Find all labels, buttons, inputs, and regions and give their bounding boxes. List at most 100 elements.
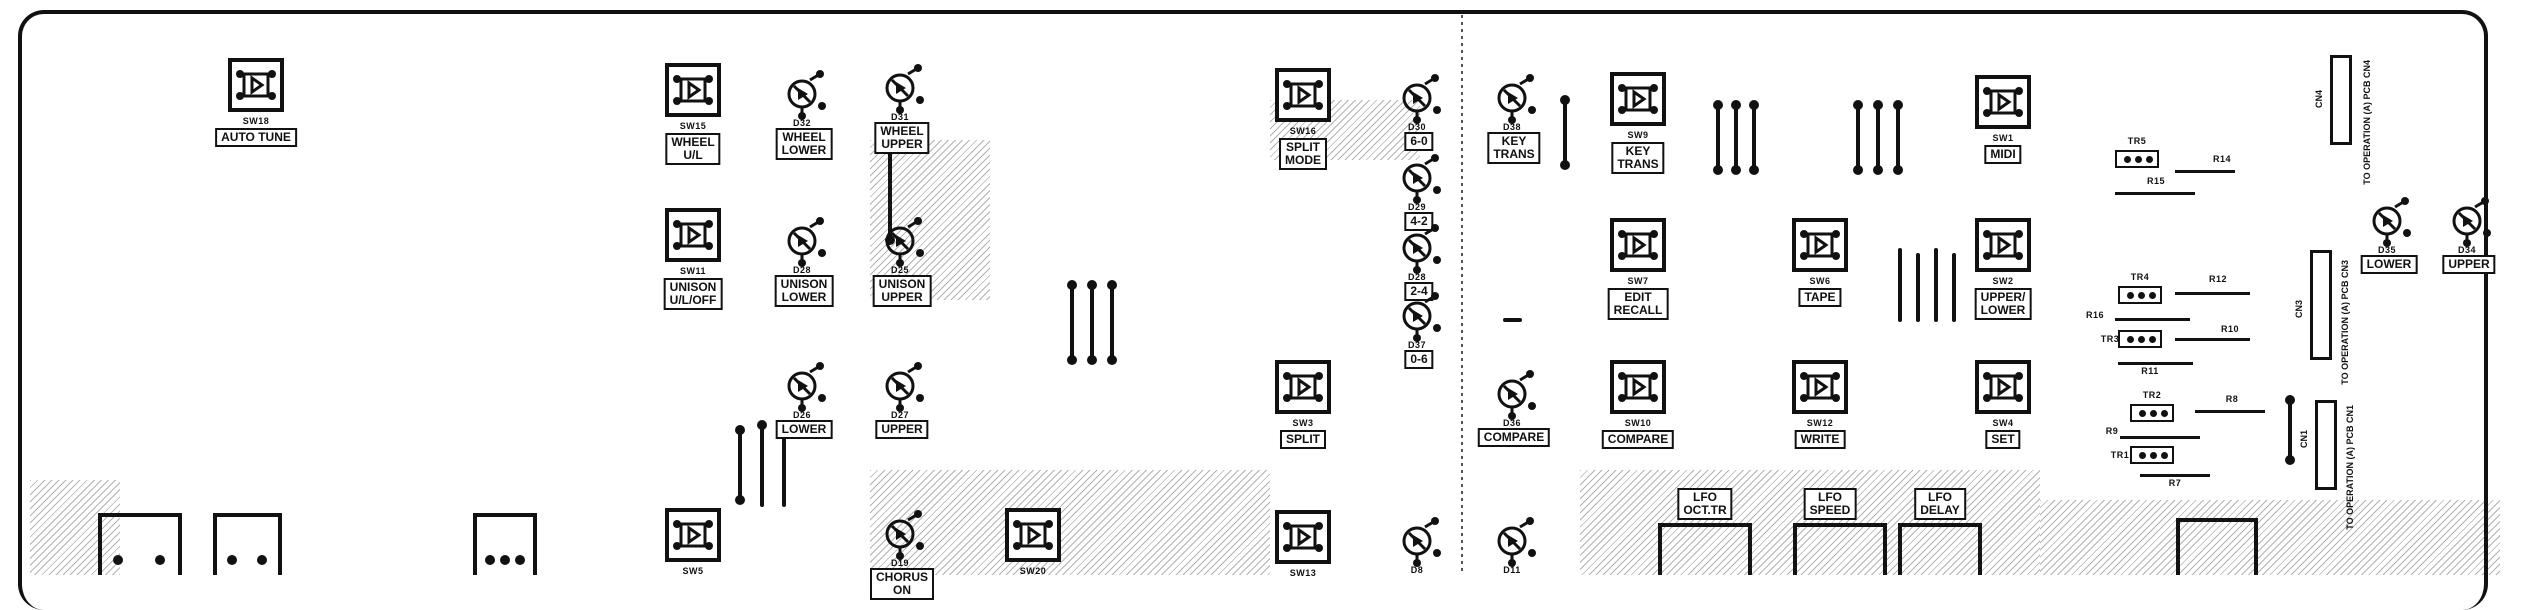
resistor-ref: R12 — [2208, 274, 2228, 284]
connector-ref: CN4 — [2314, 90, 2324, 109]
transistor-ref: TR5 — [2127, 136, 2147, 146]
led-d25 — [878, 215, 928, 267]
led-label: WHEEL LOWER — [775, 128, 833, 160]
led-ref: D26 — [792, 410, 812, 420]
led-d27 — [878, 360, 928, 412]
switch-sw20 — [1005, 508, 1061, 562]
switch-sw2 — [1975, 218, 2031, 272]
led-display-speed: LFO SPEED — [1803, 488, 1857, 520]
switch-sw6 — [1792, 218, 1848, 272]
resistor-r9 — [2120, 436, 2200, 439]
resistor-ref: R10 — [2220, 324, 2240, 334]
ground-plane-hatch — [870, 140, 990, 300]
led-d36 — [1490, 368, 1540, 420]
led-label: 6-0 — [1404, 132, 1434, 151]
led-ref: D8 — [1410, 565, 1424, 575]
switch-ref: SW13 — [1289, 568, 1317, 578]
resistor-r10 — [2175, 338, 2250, 341]
led-d28 — [780, 215, 830, 267]
led-label: UNISON UPPER — [872, 275, 932, 307]
ground-plane-hatch — [30, 480, 120, 575]
transistor-ref: TR2 — [2142, 390, 2162, 400]
led-label: KEY TRANS — [1487, 132, 1541, 164]
switch-label: COMPARE — [1601, 430, 1675, 449]
resistor-ref: R14 — [2212, 154, 2232, 164]
switch-sw3 — [1275, 360, 1331, 414]
switch-ref: SW18 — [242, 116, 270, 126]
led-ref: D25 — [890, 265, 910, 275]
led-d8 — [1395, 515, 1445, 567]
led-d26 — [780, 360, 830, 412]
transistor-tr2 — [2130, 404, 2174, 422]
resistor-ref: R9 — [2105, 426, 2119, 436]
led-ref: D19 — [890, 558, 910, 568]
led-label: LOWER — [775, 420, 833, 439]
led-ref: D32 — [792, 118, 812, 128]
switch-label: SPLIT MODE — [1279, 138, 1327, 170]
resistor-r8 — [2195, 410, 2265, 413]
switch-ref: SW9 — [1627, 130, 1649, 140]
led-d34 — [2445, 195, 2495, 247]
led-ref: D34 — [2457, 245, 2477, 255]
led-display-delay: LFO DELAY — [1914, 488, 1966, 520]
led-d31 — [878, 62, 928, 114]
switch-sw9 — [1610, 72, 1666, 126]
switch-ref: SW7 — [1627, 276, 1649, 286]
transistor-tr4 — [2118, 286, 2162, 304]
switch-label: TAPE — [1798, 288, 1842, 307]
led-label: 2-4 — [1404, 282, 1434, 301]
led-label: UNISON LOWER — [774, 275, 834, 307]
pcb-outline — [18, 10, 2488, 610]
switch-ref: SW6 — [1809, 276, 1831, 286]
led-label: UPPER — [875, 420, 929, 439]
resistor-ref: R8 — [2225, 394, 2239, 404]
led-label: 4-2 — [1404, 212, 1434, 231]
switch-sw7 — [1610, 218, 1666, 272]
switch-label: SET — [1985, 430, 2021, 449]
connector-cn4 — [2330, 55, 2352, 145]
led-d28b — [1395, 222, 1445, 274]
transistor-tr3 — [2118, 330, 2162, 348]
switch-label: EDIT RECALL — [1607, 288, 1669, 320]
switch-sw16 — [1275, 68, 1331, 122]
switch-sw1 — [1975, 75, 2031, 129]
switch-sw5 — [665, 508, 721, 562]
connector-ref: CN3 — [2294, 300, 2304, 319]
switch-sw18 — [228, 58, 284, 112]
switch-label: WRITE — [1794, 430, 1846, 449]
led-d19 — [878, 508, 928, 560]
switch-sw12 — [1792, 360, 1848, 414]
led-display-octave: LFO OCT.TR — [1677, 488, 1733, 520]
switch-ref: SW4 — [1992, 418, 2014, 428]
switch-ref: SW16 — [1289, 126, 1317, 136]
switch-sw11 — [665, 208, 721, 262]
led-ref: D11 — [1503, 565, 1521, 575]
led-ref: D38 — [1502, 122, 1522, 132]
led-ref: D27 — [890, 410, 910, 420]
switch-label: MIDI — [1984, 145, 2022, 164]
led-d11 — [1490, 515, 1540, 567]
resistor-r16 — [2115, 318, 2190, 321]
led-ref: D36 — [1502, 418, 1522, 428]
ground-plane-hatch — [870, 470, 1270, 575]
switch-label: KEY TRANS — [1611, 142, 1665, 174]
led-d37 — [1395, 290, 1445, 342]
connector-cn3 — [2310, 250, 2332, 360]
switch-label: UNISON U/L/OFF — [663, 278, 723, 310]
led-ref: D30 — [1407, 122, 1427, 132]
connector-ref: CN1 — [2299, 430, 2309, 449]
switch-ref: SW11 — [679, 266, 707, 276]
switch-ref: SW3 — [1292, 418, 1314, 428]
transistor-tr1 — [2130, 446, 2174, 464]
led-ref: D37 — [1407, 340, 1427, 350]
connector-cn1 — [2315, 400, 2337, 490]
switch-ref: SW1 — [1992, 133, 2014, 143]
switch-ref: SW2 — [1992, 276, 2014, 286]
resistor-ref: R15 — [2146, 176, 2166, 186]
transistor-ref: TR3 — [2100, 334, 2120, 344]
switch-label: SPLIT — [1279, 430, 1327, 449]
resistor-ref: R11 — [2141, 366, 2159, 376]
switch-ref: SW15 — [679, 121, 707, 131]
led-label: CHORUS ON — [869, 568, 935, 600]
resistor-r15 — [2115, 192, 2195, 195]
